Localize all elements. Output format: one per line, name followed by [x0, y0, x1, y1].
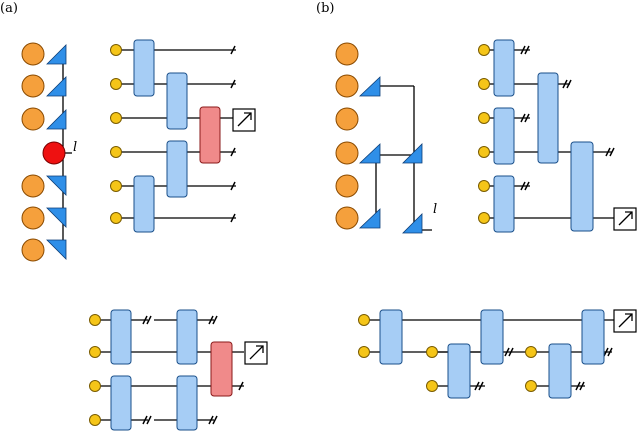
gate-block [176, 309, 198, 365]
site-circle [21, 206, 45, 230]
input-dot [110, 146, 122, 158]
chain-b: l [335, 42, 437, 234]
measure-gate-block [210, 341, 233, 397]
circuit-a [110, 39, 256, 233]
panel-a-label: (a) [0, 1, 18, 16]
gate-block [548, 343, 572, 399]
input-dot [426, 380, 438, 392]
gate-block [480, 309, 504, 365]
gate-block [110, 375, 132, 431]
input-dot [358, 346, 370, 358]
coupler-triangle-icon [46, 239, 67, 260]
input-dot [478, 180, 490, 192]
input-dot [89, 414, 101, 426]
coupler-triangle-icon [358, 76, 381, 97]
gate-block [110, 309, 132, 365]
site-circle [21, 107, 45, 131]
site-circle [21, 238, 45, 262]
site-circle [335, 174, 359, 198]
coupler-triangle-icon [402, 213, 423, 234]
site-circle [21, 42, 45, 66]
gate-block [493, 175, 515, 233]
site-circle [335, 42, 359, 66]
input-dot [110, 112, 122, 124]
gate-block [570, 141, 594, 232]
site-circle [335, 141, 359, 165]
input-dot [89, 346, 101, 358]
coupler-triangle-icon [46, 207, 67, 228]
input-dot [110, 212, 122, 224]
site-circle [21, 174, 45, 198]
coupler-triangle-icon [358, 143, 381, 164]
gate-block [379, 309, 403, 365]
coupler-triangle-icon [46, 76, 67, 97]
input-dot [89, 314, 101, 326]
coupler-triangle-icon [46, 175, 67, 196]
measure-gate-block [199, 106, 221, 164]
site-circle [21, 74, 45, 98]
input-dot [426, 346, 438, 358]
panel-b-label: (b) [316, 1, 334, 16]
circuit-b [478, 39, 637, 233]
input-dot [110, 180, 122, 192]
gate-block [133, 175, 155, 233]
coupler-triangle-icon [402, 143, 423, 164]
input-dot [478, 212, 490, 224]
coupler-triangle-icon [46, 109, 67, 130]
input-dot [525, 346, 537, 358]
input-dot [525, 380, 537, 392]
input-dot [89, 380, 101, 392]
gate-block [166, 140, 188, 198]
gate-block [537, 72, 559, 164]
input-dot [110, 78, 122, 90]
coupler-triangle-icon [358, 208, 381, 229]
gate-block [133, 39, 155, 97]
gate-block [176, 375, 198, 431]
gate-block [493, 107, 515, 165]
input-dot [478, 112, 490, 124]
lost-site-circle [42, 141, 66, 165]
gate-block [581, 309, 605, 365]
site-circle [335, 74, 359, 98]
coupler-triangle-icon [46, 44, 67, 65]
input-dot [110, 44, 122, 56]
circuit-b-lower [358, 309, 637, 399]
input-dot [478, 78, 490, 90]
gate-block [166, 72, 188, 130]
input-dot [478, 44, 490, 56]
loss-label: l [73, 140, 77, 155]
gate-block [447, 343, 471, 399]
gate-block [493, 39, 515, 97]
input-dot [478, 146, 490, 158]
loss-label: l [433, 202, 437, 217]
site-circle [335, 107, 359, 131]
chain-a: l [21, 42, 77, 262]
circuit-a-lower [89, 309, 268, 431]
site-circle [335, 206, 359, 230]
input-dot [358, 314, 370, 326]
